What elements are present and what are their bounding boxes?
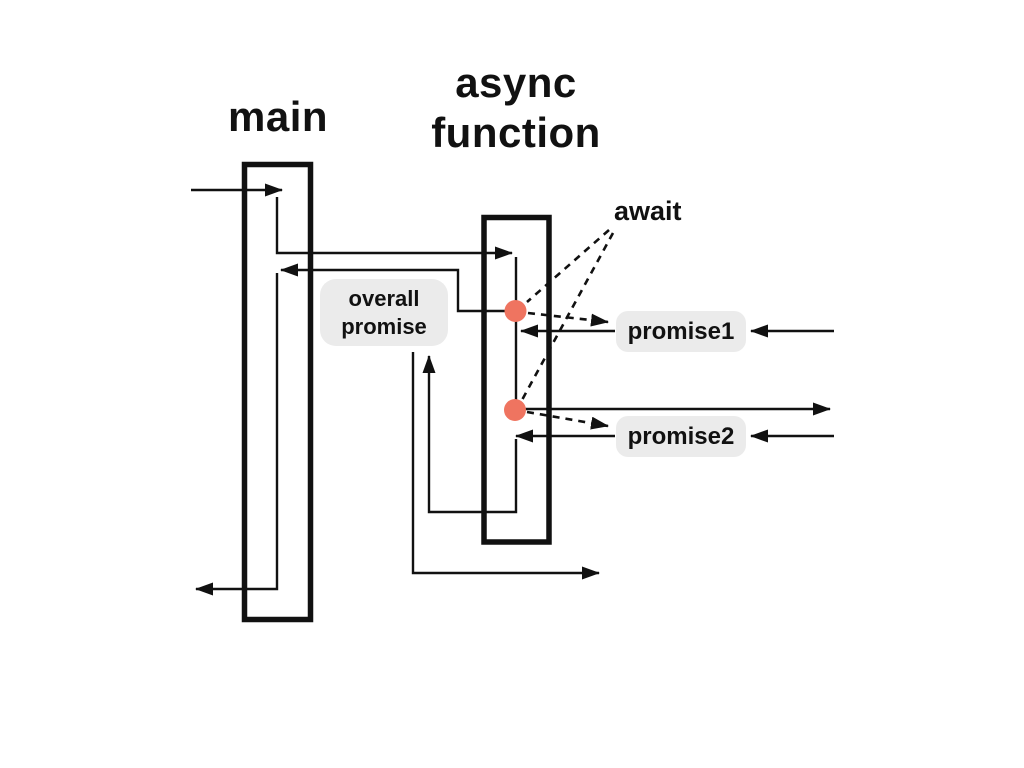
- main-activation-box: [241, 161, 314, 623]
- promise2-label: promise2: [616, 416, 746, 457]
- await-point-dot-1: [504, 300, 527, 322]
- async-finish-resolve-overall-promise-arrow: [422, 355, 518, 514]
- main-continue-exit-arrow: [195, 273, 279, 596]
- await-point-dot-2: [504, 399, 526, 421]
- await-pointer-line-1: [526, 229, 610, 303]
- overall-promise-label: overall promise: [320, 279, 448, 346]
- async-function-activation-box: [481, 214, 552, 545]
- overall-promise-then-arrow: [411, 352, 600, 580]
- overall-promise-return-arrow: [280, 263, 506, 313]
- call-async-function-arrow: [275, 197, 513, 260]
- promise1-label: promise1: [616, 311, 746, 352]
- await1-to-promise1-dashed-arrow: [527, 311, 609, 327]
- await-annotation-label: await: [614, 196, 682, 226]
- main-lifeline-title: main: [227, 93, 329, 140]
- async-function-lifeline-title: async function: [431, 59, 601, 156]
- await2-to-promise2-dashed-arrow: [526, 410, 609, 430]
